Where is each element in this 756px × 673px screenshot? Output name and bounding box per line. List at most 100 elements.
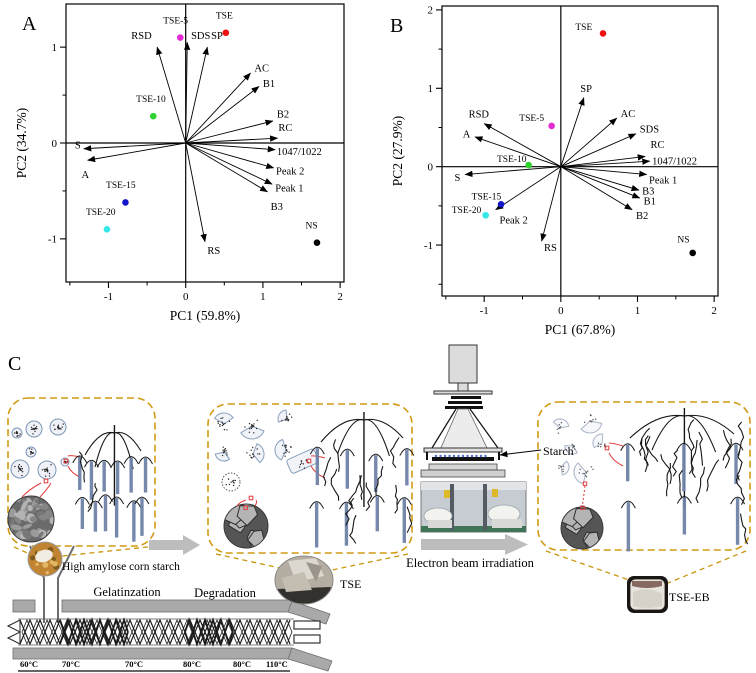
tse-eb-product-photo: [627, 576, 668, 613]
callout-line: [215, 553, 281, 569]
native-granules-illustration: [7, 418, 153, 543]
sample-point-tse-5: [548, 122, 555, 130]
panel-c-label: C: [8, 353, 21, 375]
y-tick-label: 1: [52, 42, 58, 54]
loading-label-rsd: RSD: [469, 110, 490, 121]
loading-label-s: S: [75, 140, 81, 151]
loading-arrow-a: [474, 136, 561, 168]
sample-point-ns: [313, 239, 321, 246]
extruder-barrel-top: [61, 599, 293, 613]
tse-product-photo: [274, 555, 334, 605]
callout-line: [61, 546, 149, 557]
loading-arrow-rs: [185, 142, 207, 243]
zone-label-degradation: Degradation: [194, 586, 257, 600]
sample-label-tse-5: TSE-5: [163, 16, 188, 26]
loading-label-b2: B2: [636, 211, 648, 222]
x-tick-label: -1: [480, 305, 489, 317]
loading-label-ac: AC: [254, 64, 269, 75]
x-tick-label: 0: [558, 305, 564, 317]
loading-label-rc: RC: [651, 140, 665, 151]
temp-label-3: 70°C: [125, 659, 143, 669]
y-tick-label: 2: [428, 5, 434, 17]
loading-arrow-b3: [560, 166, 640, 192]
y-tick-label: 0: [428, 161, 434, 173]
sample-label-tse-15: TSE-15: [106, 181, 136, 191]
corn-starch-photo: [27, 541, 63, 577]
loading-arrow-rc: [185, 135, 279, 144]
loading-arrow-sp: [560, 97, 585, 167]
loading-label-1047-1022: 1047/1022: [277, 147, 322, 158]
loading-label-peak-1: Peak 1: [649, 176, 677, 187]
panel-a-label: A: [22, 13, 37, 35]
process-arrow-extrusion: [149, 535, 200, 555]
extruder-twin-screws: [6, 617, 321, 647]
loading-label-b1: B1: [263, 79, 275, 90]
loading-arrow-sds: [183, 41, 191, 144]
loading-arrow-b1: [560, 166, 641, 199]
loading-label-b3: B3: [642, 186, 654, 197]
loading-label-sp: SP: [580, 84, 592, 95]
loading-arrow-rsd: [156, 46, 187, 144]
x-tick-label: 0: [183, 291, 189, 303]
sample-point-tse-15: [497, 200, 505, 208]
starch-tray: [432, 457, 494, 461]
sample-label-tse-15: TSE-15: [472, 192, 502, 202]
callout-line: [545, 550, 630, 581]
sample-label-ns: NS: [305, 221, 317, 231]
loading-label-b2: B2: [277, 110, 289, 121]
sample-label-tse: TSE: [575, 23, 592, 33]
loading-arrow-sds: [560, 133, 637, 168]
y-axis-title: PC2 (27.9%): [390, 116, 405, 187]
zone-label-gelatinization: Gelatinzation: [93, 585, 161, 599]
native-starch-inset-box: [7, 397, 156, 547]
x-tick-label: 2: [337, 291, 343, 303]
sample-point-tse-15: [122, 199, 129, 206]
sample-point-tse: [222, 29, 230, 37]
sample-label-tse-10: TSE-10: [136, 95, 166, 105]
sample-point-ns: [689, 249, 696, 257]
starch-pointer-arrow: [499, 449, 542, 458]
sample-label-tse-5: TSE-5: [519, 114, 544, 124]
loading-arrow-s: [83, 142, 186, 152]
process-arrow-irradiation: [421, 534, 528, 555]
sample-label-ns: NS: [677, 236, 689, 246]
y-tick-label: 1: [428, 83, 434, 95]
loading-arrow-b1: [185, 86, 260, 144]
loading-arrow-b3: [185, 142, 268, 193]
extruder-die-bottom: [287, 647, 333, 672]
loading-label-peak-1: Peak 1: [275, 184, 303, 195]
sample-label-tse: TSE: [216, 12, 233, 22]
loading-arrow-sp: [185, 46, 209, 144]
temp-label-5: 80°C: [233, 659, 251, 669]
sample-point-tse-10: [525, 161, 532, 169]
loading-label-peak-2: Peak 2: [500, 215, 528, 226]
loading-arrow-b2: [560, 166, 633, 211]
loading-label-sds: SDS: [191, 31, 210, 42]
loading-arrow-a: [87, 142, 186, 163]
loading-label-sds: SDS: [640, 125, 659, 136]
tse-product-label: TSE: [340, 577, 361, 591]
extruder-barrel-top-left: [12, 599, 36, 613]
loading-label-b3: B3: [271, 202, 283, 213]
tse-eb-fragments-illustration: [552, 408, 749, 552]
starch-layer-dots: [434, 454, 487, 458]
loading-label-a: A: [463, 129, 471, 140]
loading-label-sp: SP: [211, 31, 223, 42]
y-tick-label: -1: [48, 234, 57, 246]
tse-eb-product-label: TSE-EB: [669, 590, 710, 604]
y-axis-title: PC2 (34.7%): [14, 108, 29, 179]
x-tick-label: 2: [711, 305, 717, 317]
sample-label-tse-20: TSE-20: [86, 208, 116, 218]
irradiation-facility-photo: [420, 481, 527, 533]
sample-point-tse: [599, 30, 607, 37]
sample-point-tse-5: [176, 34, 184, 41]
loading-arrow-rs: [540, 166, 562, 242]
sample-label-tse-20: TSE-20: [452, 206, 482, 216]
loading-arrow-peak-1: [560, 166, 648, 178]
loading-arrow-rsd: [483, 123, 562, 168]
sample-label-tse-10: TSE-10: [497, 155, 527, 165]
